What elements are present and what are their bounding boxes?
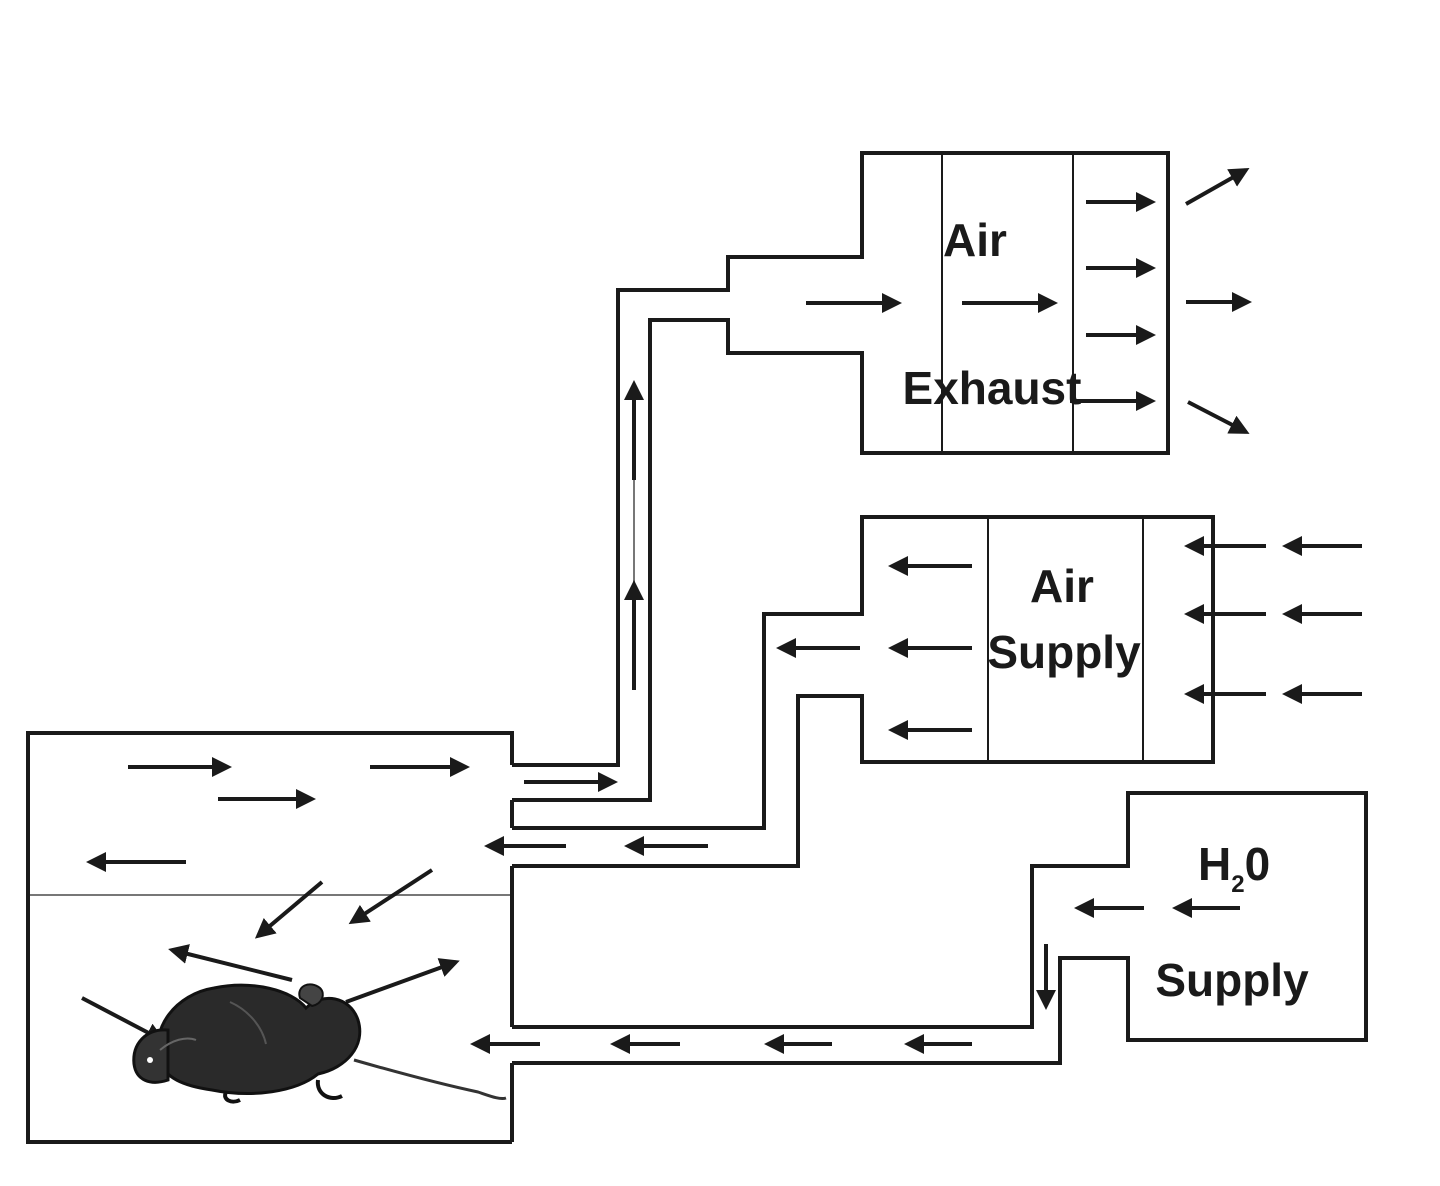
air-supply-label-line2: Supply [987,626,1141,678]
h2o-prefix: H [1198,838,1231,890]
flow-arrows [81,168,1362,1054]
cage-outline [26,731,514,1144]
exhaust-duct [512,151,1170,802]
air-exhaust-label-line1: Air [943,214,1007,266]
animal-arrow [168,944,293,982]
animal-arrow [345,958,460,1004]
air-supply-label-line1: Air [1030,560,1094,612]
water-supply-duct [512,791,1368,1065]
exhaust-out-arrow [1185,168,1250,206]
air-supply-duct [512,515,1215,868]
h2o-label: H20 [1198,838,1270,898]
mouse-icon [132,983,507,1104]
h2o-subscript: 2 [1231,871,1244,898]
cage-water-arrow [254,880,324,939]
h2o-suffix: 0 [1245,838,1271,890]
cage-water-arrow [348,868,434,925]
air-exhaust-label-line2: Exhaust [903,362,1082,414]
exhaust-out-arrow [1187,400,1250,434]
h2o-supply-label: Supply [1155,954,1309,1006]
